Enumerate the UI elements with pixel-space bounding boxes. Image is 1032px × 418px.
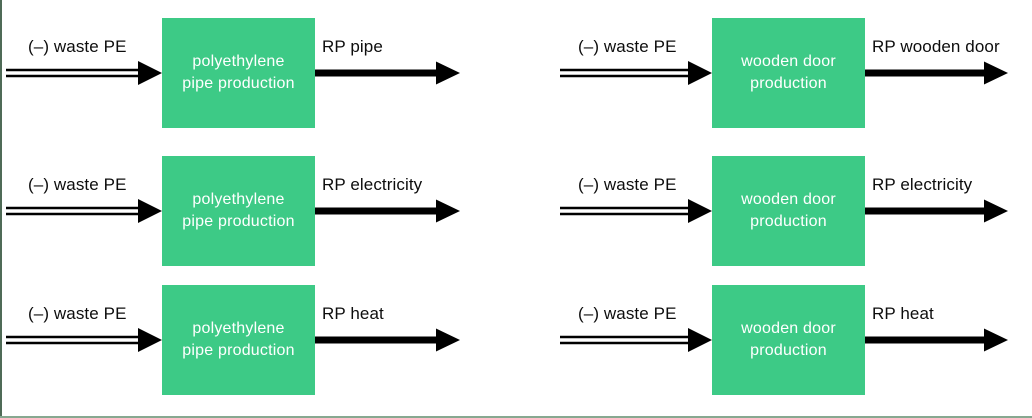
input-label: (–) waste PE: [28, 304, 127, 323]
process-box: wooden door production: [712, 285, 865, 395]
solid-arrow-icon: [865, 61, 1008, 85]
solid-arrow-icon: [865, 328, 1008, 352]
double-line-arrow-icon: [560, 199, 712, 223]
solid-arrow-icon: [315, 328, 460, 352]
process-box: polyethylene pipe production: [162, 285, 315, 395]
solid-arrow-icon: [865, 199, 1008, 223]
left-edge-line: [0, 0, 2, 418]
input-label: (–) waste PE: [578, 175, 677, 194]
panel-door-rp-heat: (–) waste PE wooden door production RP h…: [556, 279, 1022, 413]
output-label: RP electricity: [322, 175, 423, 194]
solid-arrow-icon: [315, 61, 460, 85]
process-name-line2: production: [750, 75, 827, 92]
process-name-line1: wooden door: [741, 319, 836, 337]
process-box: wooden door production: [712, 18, 865, 128]
process-name-line1: wooden door: [741, 52, 836, 70]
output-label: RP heat: [872, 304, 934, 323]
panel-pipe-rp-heat: (–) waste PE polyethylene pipe productio…: [6, 279, 472, 413]
input-label: (–) waste PE: [578, 304, 677, 323]
process-name-line1: polyethylene: [192, 52, 285, 70]
double-line-arrow-icon: [560, 328, 712, 352]
output-label: RP heat: [322, 304, 384, 323]
input-label: (–) waste PE: [28, 175, 127, 194]
process-box: polyethylene pipe production: [162, 18, 315, 128]
solid-arrow-icon: [315, 199, 460, 223]
input-label: (–) waste PE: [578, 37, 677, 56]
double-line-arrow-icon: [6, 199, 162, 223]
process-name-line2: production: [750, 342, 827, 359]
bottom-edge-line: [0, 416, 1032, 418]
double-line-arrow-icon: [6, 61, 162, 85]
process-name-line1: polyethylene: [192, 190, 285, 208]
process-name-line1: wooden door: [741, 190, 836, 208]
output-label: RP wooden door: [872, 37, 1000, 56]
double-line-arrow-icon: [6, 328, 162, 352]
process-name-line1: polyethylene: [192, 319, 285, 337]
process-name-line2: pipe production: [182, 75, 295, 92]
output-label: RP pipe: [322, 37, 383, 56]
panel-door-rp-electricity: (–) waste PE wooden door production RP e…: [556, 150, 1022, 284]
double-line-arrow-icon: [560, 61, 712, 85]
process-box: wooden door production: [712, 156, 865, 266]
process-name-line2: pipe production: [182, 213, 295, 230]
process-name-line2: pipe production: [182, 342, 295, 359]
input-label: (–) waste PE: [28, 37, 127, 56]
process-box: polyethylene pipe production: [162, 156, 315, 266]
panel-pipe-rp-electricity: (–) waste PE polyethylene pipe productio…: [6, 150, 472, 284]
process-name-line2: production: [750, 213, 827, 230]
panel-door-rp-wooden-door: (–) waste PE wooden door production RP w…: [556, 12, 1022, 146]
output-label: RP electricity: [872, 175, 973, 194]
panel-pipe-rp-pipe: (–) waste PE polyethylene pipe productio…: [6, 12, 472, 146]
